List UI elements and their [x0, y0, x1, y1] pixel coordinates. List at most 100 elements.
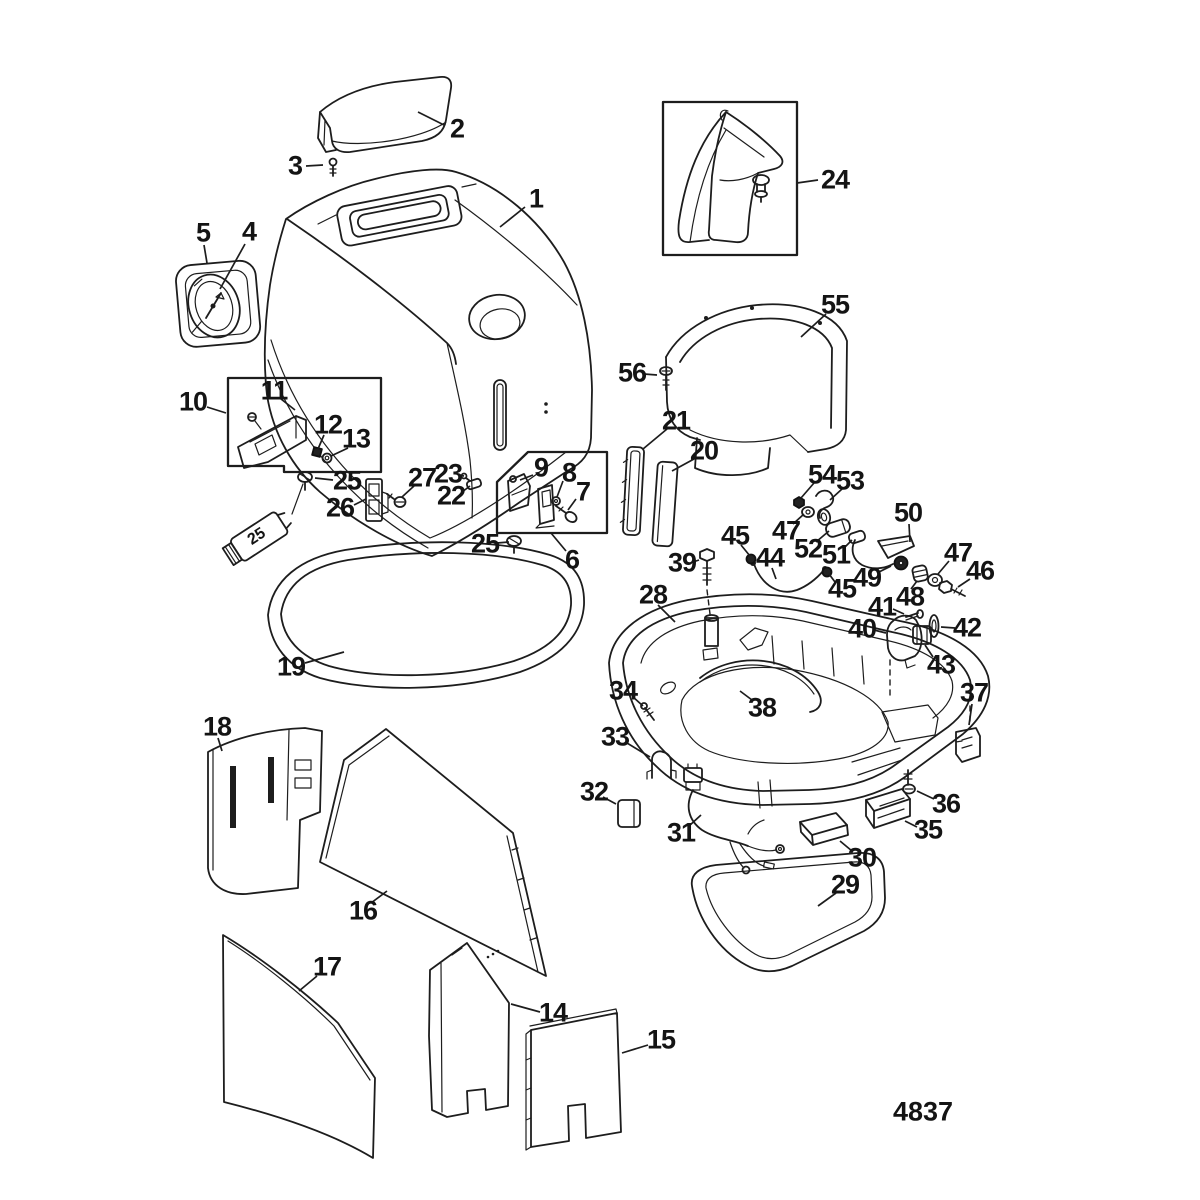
part-43-spacer-block — [912, 625, 932, 645]
leader-line-45-45 — [740, 544, 751, 557]
leader-line-1-0 — [499, 206, 526, 228]
leader-line-6-5 — [550, 532, 567, 552]
part-40-latch-bracket — [886, 614, 923, 669]
part-22-spacer — [465, 477, 483, 491]
leader-line-23-22 — [458, 474, 465, 477]
part-callout-4-3: 4 — [241, 216, 257, 247]
leader-line-55-57 — [800, 313, 827, 338]
part-25-adhesive-tube — [221, 483, 304, 566]
part-29-base-seal — [690, 852, 886, 973]
leader-line-8-7 — [556, 480, 564, 498]
part-callout-3-2: 3 — [287, 150, 303, 181]
leader-line-51-53 — [842, 539, 853, 550]
leader-line-4-3 — [219, 243, 246, 290]
part-callout-45-45: 45 — [720, 520, 750, 551]
leader-line-32-32 — [602, 796, 617, 805]
leader-line-42-42 — [940, 626, 956, 629]
part-callout-25-25: 25 — [470, 528, 500, 559]
part-24-baffle-kit-box — [661, 100, 799, 257]
leader-line-46-47 — [957, 578, 971, 588]
part-callout-28-28: 28 — [638, 579, 668, 610]
leader-line-56-58 — [643, 373, 658, 376]
leader-line-9-8 — [519, 474, 534, 481]
part-20-strip — [651, 460, 679, 548]
part-callout-15-14: 15 — [646, 1024, 676, 1055]
part-28-lower-cowl — [608, 589, 991, 809]
part-callout-50-52: 50 — [893, 497, 923, 528]
leader-line-44-44 — [771, 567, 777, 580]
part-callout-17-16: 17 — [312, 951, 342, 982]
part-callout-9-8: 9 — [533, 452, 549, 483]
part-callout-37-37: 37 — [959, 677, 989, 708]
part-callout-18-17: 18 — [202, 711, 232, 742]
part-54-nut — [793, 496, 805, 509]
part-callout-55-57: 55 — [820, 289, 850, 320]
leader-line-49-51 — [876, 565, 892, 574]
part-52-bushing — [825, 518, 851, 538]
leader-line-37-37 — [968, 703, 973, 726]
part-30-block — [799, 812, 849, 846]
leader-line-38-38 — [739, 690, 753, 701]
part-callout-25-24: 25 — [332, 465, 362, 496]
part-33-clip — [646, 750, 677, 780]
part-21-strip — [619, 445, 645, 537]
part-3-screw — [328, 157, 338, 177]
part-callout-49-51: 49 — [852, 562, 882, 593]
part-16-foam-panel — [319, 728, 547, 977]
leader-line-34-34 — [631, 695, 644, 707]
part-41-pin — [905, 609, 924, 621]
part-46-bolt — [938, 580, 966, 597]
part-35-bracket — [865, 788, 911, 829]
part-26-latch-keeper — [365, 478, 389, 522]
part-callout-44-44: 44 — [755, 542, 785, 573]
part-53-hook — [815, 489, 835, 526]
part-32-block — [617, 799, 641, 828]
leader-line-36-36 — [916, 790, 935, 800]
part-callout-29-29: 29 — [830, 869, 860, 900]
part-31-wiring-harness — [683, 763, 785, 875]
leader-line-12-11 — [317, 434, 325, 450]
leader-line-27-27 — [401, 485, 415, 498]
leader-line-16-15 — [370, 890, 388, 904]
part-callout-46-47: 46 — [965, 555, 995, 586]
leader-line-14-13 — [510, 1003, 541, 1013]
part-19-cowl-seal — [267, 541, 585, 689]
part-callout-47-49: 47 — [943, 537, 973, 568]
part-callout-35-35: 35 — [913, 814, 943, 845]
part-callout-19-18: 19 — [276, 651, 306, 682]
part-callout-10-9: 10 — [178, 386, 208, 417]
leader-line-43-43 — [924, 644, 934, 658]
leader-line-30-30 — [839, 840, 853, 852]
leader-line-10-9 — [206, 406, 227, 414]
part-callout-54-56: 54 — [807, 459, 837, 490]
part-callout-21-20: 21 — [661, 405, 691, 436]
part-14-foam-panel — [428, 942, 510, 1118]
part-56-screw — [659, 366, 673, 391]
leader-line-15-14 — [621, 1044, 649, 1054]
part-18-foam-panel — [207, 727, 323, 895]
part-callout-20-19: 20 — [689, 435, 719, 466]
part-callout-31-31: 31 — [666, 817, 696, 848]
part-2-top-cover — [317, 75, 453, 154]
leader-line-29-29 — [817, 892, 837, 907]
leader-line-39-39 — [692, 559, 700, 563]
part-36-screw — [902, 769, 916, 795]
part-callout-51-53: 51 — [821, 539, 851, 570]
leader-line-7-6 — [567, 498, 577, 511]
part-27-screw — [386, 493, 407, 508]
leader-line-5-4 — [203, 244, 208, 264]
leader-line-47-48 — [792, 513, 805, 525]
leader-line-25-24 — [314, 477, 334, 481]
part-callout-23-22: 23 — [433, 458, 463, 489]
part-callout-39-39: 39 — [667, 547, 697, 578]
part-callout-42-42: 42 — [952, 612, 982, 643]
part-callout-53-55: 53 — [835, 465, 865, 496]
leader-line-3-2 — [305, 164, 324, 167]
part-49-latch-lever — [851, 535, 915, 571]
part-callout-45-46: 45 — [827, 573, 857, 604]
part-callout-13-12: 13 — [341, 423, 371, 454]
leader-line-33-33 — [626, 742, 651, 758]
leader-line-54-56 — [800, 482, 815, 499]
part-15-foam-panel — [525, 1008, 622, 1151]
